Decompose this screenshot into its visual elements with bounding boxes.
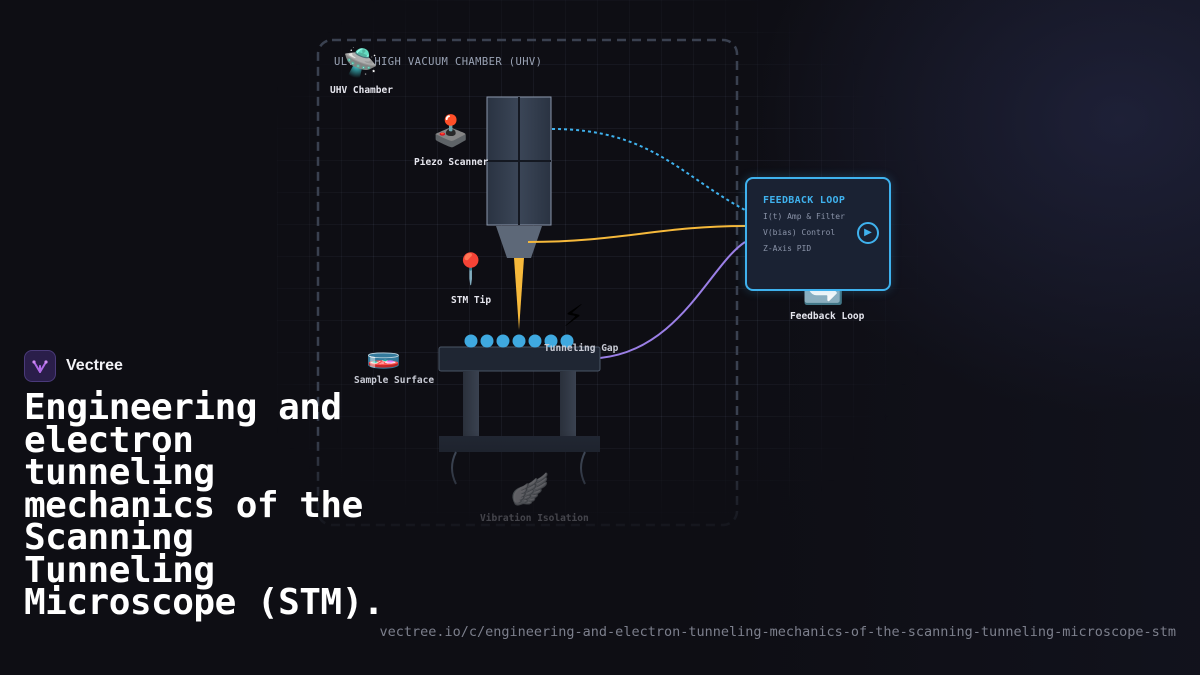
lightning-icon: ⚡	[563, 299, 585, 334]
vibration-fade	[300, 430, 770, 560]
label-stm-tip: STM Tip	[451, 295, 492, 306]
stm-tip-needle	[514, 258, 524, 330]
feedback-line-bias: V(bias) Control	[763, 228, 836, 237]
signal-line-yellow	[527, 225, 746, 243]
stage-leg-left	[463, 371, 479, 437]
piezo-scanner-body	[486, 96, 552, 226]
vectree-logo-icon	[24, 350, 56, 382]
label-vibration-isolation: Vibration Isolation	[480, 513, 589, 524]
sample-atoms	[464, 334, 574, 348]
feedback-title: FEEDBACK LOOP	[763, 195, 846, 206]
feedback-line-pid: Z-Axis PID	[763, 244, 812, 253]
label-sample-surface: Sample Surface	[354, 375, 435, 386]
page-title: Engineering and electron tunneling mecha…	[24, 387, 384, 623]
label-piezo-scanner: Piezo Scanner	[414, 157, 489, 168]
feedback-loop-box: FEEDBACK LOOP I(t) Amp & Filter V(bias) …	[745, 177, 891, 291]
page-url[interactable]: vectree.io/c/engineering-and-electron-tu…	[379, 624, 1176, 640]
play-icon[interactable]: ▶	[857, 222, 879, 244]
petri-dish-icon: 🧫	[366, 337, 401, 370]
signal-line-purple	[599, 241, 746, 359]
label-feedback-loop: Feedback Loop	[790, 311, 865, 322]
tip-holder	[496, 226, 542, 258]
ufo-icon: 🛸	[343, 46, 378, 79]
label-uhv-chamber: UHV Chamber	[330, 85, 393, 96]
wing-icon: 🪽	[510, 470, 550, 508]
pin-icon: 📍	[452, 252, 490, 287]
brand[interactable]: Vectree	[24, 350, 123, 382]
brand-name: Vectree	[66, 357, 123, 374]
signal-line-blue	[551, 128, 746, 211]
feedback-line-amp: I(t) Amp & Filter	[763, 212, 845, 221]
label-tunneling-gap: Tunneling Gap	[544, 343, 619, 354]
stage-leg-right	[560, 371, 576, 437]
joystick-icon: 🕹️	[432, 114, 470, 149]
chamber-title: ULTRA-HIGH VACUUM CHAMBER (UHV)	[334, 56, 543, 68]
